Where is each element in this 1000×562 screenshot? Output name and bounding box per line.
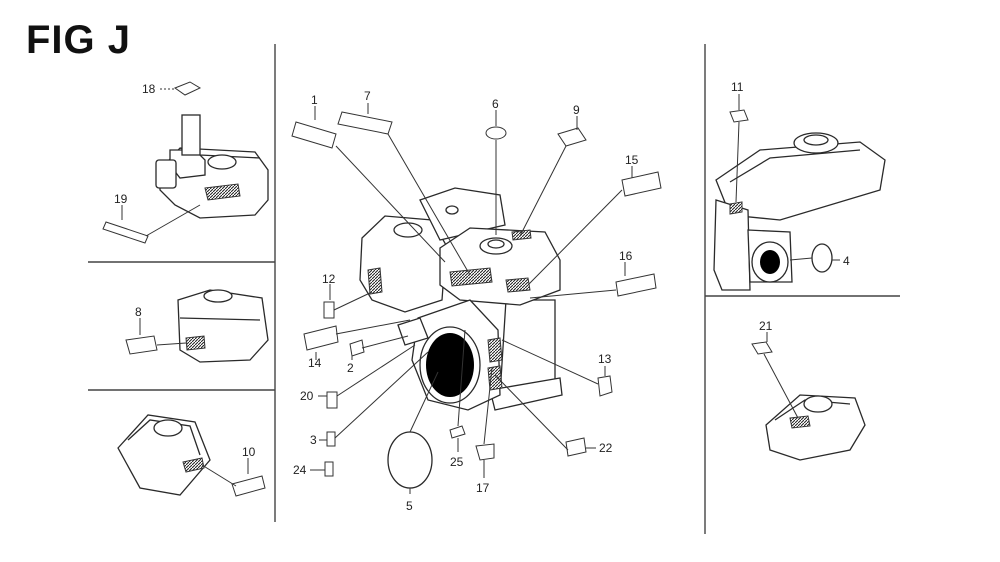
figure-title: FIG J xyxy=(26,18,132,62)
callout-17: 17 xyxy=(476,481,490,495)
callout-6: 6 xyxy=(492,97,499,111)
callout-20: 20 xyxy=(300,389,314,403)
callout-8: 8 xyxy=(135,305,142,319)
callout-16: 16 xyxy=(619,249,633,263)
air-cleaner-assembly-d xyxy=(751,332,866,461)
callout-15: 15 xyxy=(625,153,639,167)
callout-5: 5 xyxy=(406,499,413,513)
callout-21: 21 xyxy=(759,319,773,333)
decal-18 xyxy=(160,81,202,96)
callout-25: 25 xyxy=(450,455,464,469)
decal-19 xyxy=(102,204,201,244)
callout-22: 22 xyxy=(599,441,613,455)
gasket-5 xyxy=(387,431,433,489)
callout-14: 14 xyxy=(308,356,322,370)
air-cleaner-assembly-b xyxy=(125,289,269,363)
callout-labels: 1 2 3 4 5 6 7 8 9 10 11 12 13 14 15 16 1… xyxy=(114,80,850,513)
callout-11: 11 xyxy=(731,80,744,94)
air-cleaner-assembly-a xyxy=(155,114,269,219)
callout-4: 4 xyxy=(843,254,850,268)
callout-19: 19 xyxy=(114,192,128,206)
callout-2: 2 xyxy=(347,361,354,375)
callout-3: 3 xyxy=(310,433,317,447)
air-cleaner-assembly-c xyxy=(117,414,266,497)
callout-18: 18 xyxy=(142,82,156,96)
callout-12: 12 xyxy=(322,272,336,286)
callout-10: 10 xyxy=(242,445,256,459)
leader-lines xyxy=(310,103,633,494)
engine-assembly xyxy=(359,187,563,489)
callout-13: 13 xyxy=(598,352,612,366)
callout-24: 24 xyxy=(293,463,307,477)
callout-9: 9 xyxy=(573,103,580,117)
fuel-tank-assembly xyxy=(713,94,886,291)
callout-7: 7 xyxy=(364,89,371,103)
callout-1: 1 xyxy=(311,93,318,107)
panel-dividers xyxy=(88,44,900,534)
